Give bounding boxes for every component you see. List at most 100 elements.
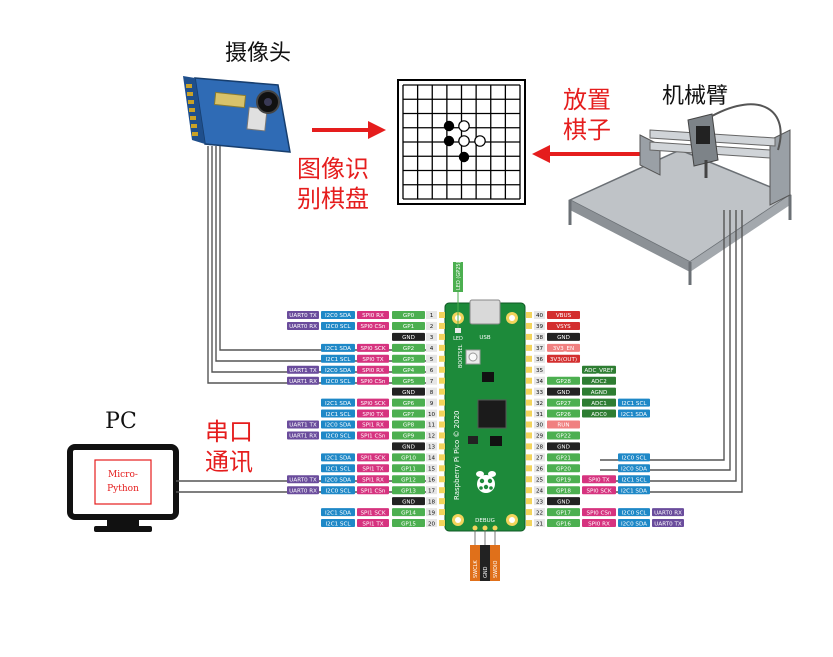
gnd-tag-text: GND	[402, 390, 415, 396]
pin-number: 11	[426, 420, 437, 429]
i2c-tag-text: I2C0 SDA	[325, 313, 351, 319]
pin-number-text: 11	[428, 423, 436, 429]
gpio-tag-text: GP15	[401, 521, 416, 527]
debug-pin-text: SWCLK	[473, 560, 479, 578]
go-board	[397, 79, 526, 205]
pin-number-text: 19	[428, 510, 436, 516]
pin-number: 6	[426, 365, 437, 374]
serial-label-line2: 通讯	[205, 448, 253, 476]
spi-tag-text: SPI0 SCK	[360, 346, 385, 352]
gpio-tag-text: GP26	[556, 412, 571, 418]
debug-label: DEBUG	[475, 518, 495, 524]
pin-number: 15	[426, 464, 437, 473]
i2c-tag-text: I2C1 SCL	[325, 521, 351, 527]
pin-number-text: 40	[536, 313, 544, 319]
i2c-tag: I2C0 SCL	[618, 508, 650, 516]
pin-number-text: 2	[430, 324, 434, 330]
power-tag: 3V3(OUT)	[547, 354, 580, 363]
uart-tag: UART0 TX	[652, 519, 684, 527]
spi-tag: SPI0 RX	[357, 311, 389, 319]
pin-number: 8	[426, 387, 437, 396]
uart-tag: UART0 TX	[287, 475, 319, 483]
debug-pin-tag: SWCLK	[470, 530, 480, 581]
i2c-tag: I2C1 SCL	[618, 398, 650, 407]
gpio-tag-text: GP18	[556, 488, 571, 494]
gpio-tag-text: 3V3_EN	[553, 346, 574, 352]
pin-number: 19	[426, 508, 437, 516]
pin-number-text: 1	[430, 313, 434, 319]
usb-label: USB	[479, 335, 491, 341]
gpio-tag: GP16	[547, 519, 580, 527]
gpio-tag: GP12	[392, 475, 425, 483]
pin-number: 2	[426, 321, 437, 330]
pin-number: 1	[426, 311, 437, 319]
spi-tag-text: SPI1 TX	[362, 467, 383, 473]
pico-board: USB LED BOOTSEL Raspberry Pi Pico © 2020…	[444, 299, 526, 532]
i2c-tag: I2C0 SDA	[618, 519, 650, 527]
gpio-tag: GP15	[392, 519, 425, 527]
spi-tag: SPI0 SCK	[357, 343, 389, 352]
camera-label: 摄像头	[225, 41, 291, 66]
i2c-tag: I2C0 SDA	[321, 475, 355, 483]
gpio-tag-text: GP11	[401, 467, 416, 473]
pin-number-text: 31	[536, 412, 544, 418]
gpio-tag: GP8	[392, 420, 425, 429]
pin-number: 20	[426, 519, 437, 527]
gpio-tag-text: GP9	[403, 434, 415, 440]
gpio-tag-text: GP19	[556, 477, 571, 483]
adc-tag: ADC2	[582, 376, 616, 385]
pin-number: 39	[534, 321, 545, 330]
gpio-tag-text: GP27	[556, 401, 571, 407]
gpio-tag: GP26	[547, 409, 580, 418]
uart-tag: UART1 RX	[287, 376, 319, 385]
pin-number: 17	[426, 486, 437, 494]
i2c-tag: I2C1 SCL	[618, 475, 650, 483]
i2c-tag-text: I2C1 SCL	[621, 401, 647, 407]
i2c-tag-text: I2C0 SCL	[325, 488, 351, 494]
pin-number-text: 25	[536, 477, 544, 483]
pin-number: 38	[534, 332, 545, 341]
white-stone	[474, 135, 486, 147]
pin-number-text: 36	[536, 357, 544, 363]
pin-number: 35	[534, 365, 545, 374]
pin-number-text: 27	[536, 456, 544, 462]
pin-number-text: 23	[536, 499, 544, 505]
gnd-tag: GND	[547, 442, 580, 451]
pin-number-text: 7	[430, 379, 434, 385]
pc-label: PC	[105, 409, 137, 434]
pin-number: 25	[534, 475, 545, 483]
uart-tag-text: UART0 RX	[654, 510, 682, 516]
adc-tag-text: ADC0	[591, 412, 607, 418]
gnd-tag-text: GND	[402, 445, 415, 451]
gnd-tag: GND	[547, 332, 580, 341]
pin-number: 18	[426, 497, 437, 505]
gpio-tag: GP6	[392, 398, 425, 407]
gpio-tag: GP28	[547, 376, 580, 385]
spi-tag-text: SPI1 RX	[362, 423, 384, 429]
i2c-tag: I2C1 SDA	[321, 398, 355, 407]
gnd-tag-text: GND	[557, 499, 570, 505]
debug-pin-text: SWDIO	[493, 561, 499, 578]
i2c-tag: I2C1 SCL	[321, 519, 355, 527]
white-stone	[458, 120, 470, 132]
debug-pin-tag: GND	[480, 530, 490, 581]
gpio-tag-text: GP0	[403, 313, 415, 319]
gpio-tag-text: GP1	[403, 324, 415, 330]
pin-number-text: 34	[536, 379, 544, 385]
pin-number-text: 26	[536, 467, 544, 473]
gpio-tag-text: GP13	[401, 488, 416, 494]
gnd-tag: GND	[547, 387, 580, 396]
